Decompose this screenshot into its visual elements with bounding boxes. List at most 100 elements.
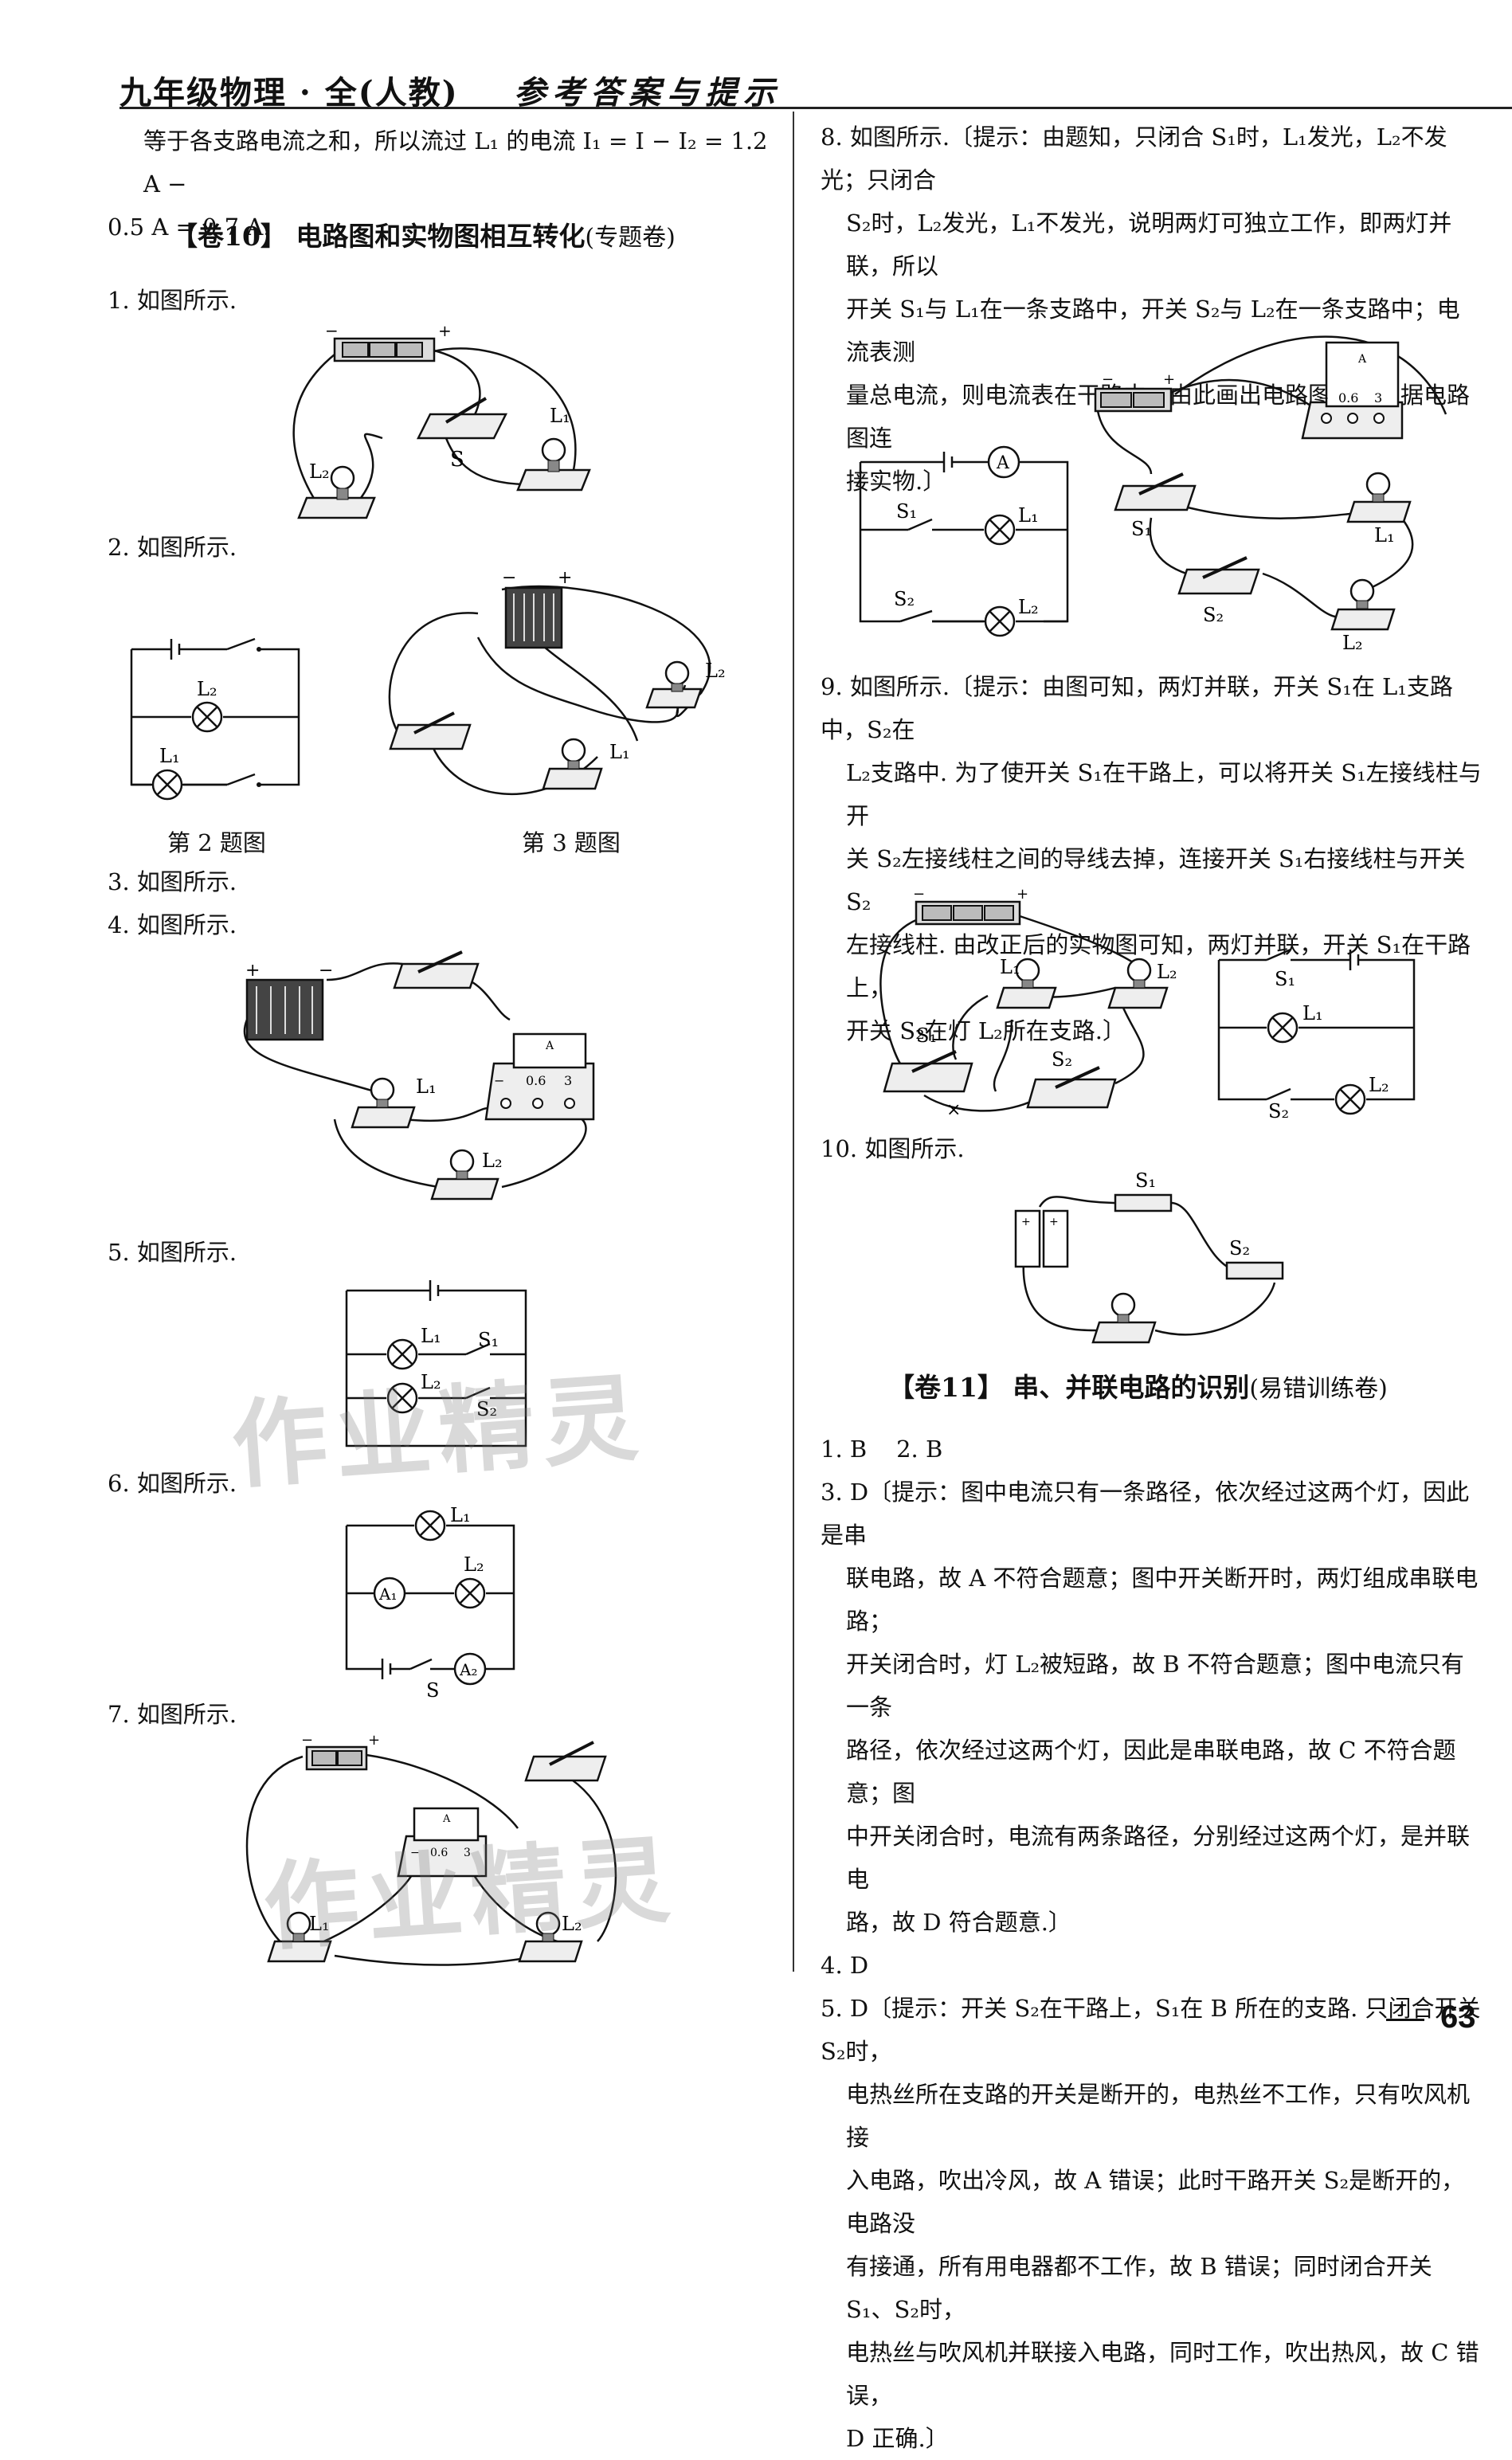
question-7: 7. 如图所示.: [108, 1701, 237, 1728]
ammeter-3: 3: [1374, 390, 1382, 405]
question-10: 10. 如图所示.: [821, 1135, 965, 1162]
figure-3-circuit: − + L₂ L₁: [388, 568, 726, 796]
watermark-1: 作业精灵: [228, 1363, 650, 1502]
lamp-L2: [1349, 578, 1375, 604]
q8-line-3: 开关 S₁与 L₁在一条支路中，开关 S₂与 L₂在一条支路中；电流表测: [846, 296, 1460, 366]
lamp-L2-symbol: [454, 1577, 486, 1609]
ammeter-3: 3: [464, 1847, 471, 1859]
ammeter-A-label: A: [442, 1813, 451, 1825]
battery-minus: −: [325, 321, 339, 340]
battery-minus: −: [319, 961, 333, 981]
switch-S1: [1114, 1193, 1173, 1212]
lamp-L1-symbol: [414, 1510, 446, 1541]
a3-line-3: 开关闭合时，灯 L₂被短路，故 B 不符合题意；图中电流只有一条: [846, 1651, 1464, 1721]
switch: [524, 1755, 607, 1782]
a3-line-1: 3. D〔提示：图中电流只有一条路径，依次经过这两个灯，因此是串: [821, 1479, 1470, 1549]
label-S1: S₁: [1131, 518, 1152, 540]
battery-plus: +: [1163, 371, 1175, 388]
ammeter-minus: −: [1318, 390, 1329, 405]
label-A: A: [996, 453, 1010, 473]
label-L1: L₁: [421, 1325, 441, 1347]
a5-line-2: 电热丝所在支路的开关是断开的，电热丝不工作，只有吹风机接: [846, 2081, 1471, 2151]
label-L1: L₁: [1000, 956, 1020, 978]
question-3: 3. 如图所示.: [108, 868, 237, 895]
battery-minus: −: [913, 886, 925, 903]
figure-1-circuit: − + S L₁ L₂: [292, 321, 591, 519]
figure-8-schematic: A S₁ L₁ S₂ L₂: [859, 445, 1069, 637]
ammeter-A2-symbol: [453, 1652, 487, 1686]
lamp-L1-symbol: [151, 769, 183, 801]
label-S2: S₂: [894, 588, 915, 610]
ammeter-A-label: A: [1357, 353, 1367, 366]
label-S: S: [426, 1679, 439, 1702]
label-S1: S₁: [478, 1329, 499, 1351]
label-L2: L₂: [464, 1553, 484, 1576]
switch-S2: [1026, 1078, 1117, 1109]
label-S1: S₁: [1135, 1169, 1156, 1192]
q9-line-3: 关 S₂左接线柱之间的导线去掉，连接开关 S₁右接线柱与开关 S₂: [846, 845, 1473, 915]
label-L2: L₂: [1369, 1074, 1389, 1096]
ammeter-0.6: 0.6: [526, 1073, 546, 1088]
ammeter-symbol: [987, 445, 1020, 479]
left-intro: 等于各支路电流之和，所以流过 L₁ 的电流 I₁ = I − I₂ = 1.2 …: [108, 119, 781, 249]
q9-line-4: 左接线柱. 由改正后的实物图可知，两灯并联，开关 S₁在干路上，: [846, 931, 1471, 1001]
question-6: 6. 如图所示.: [108, 1470, 237, 1497]
watermark-2: 作业精灵: [260, 1825, 682, 1964]
answers-11: 1. B 2. B 3. D〔提示：图中电流只有一条路径，依次经过这两个灯，因此…: [821, 1428, 1482, 2460]
header-title-right: 参考答案与提示: [514, 74, 781, 112]
section-10-heading: 【卷10】 电路图和实物图相互转化(专题卷): [171, 215, 676, 253]
section-11-title: 【卷11】 串、并联电路的识别: [888, 1372, 1250, 1403]
lamp-L2-symbol: [191, 701, 223, 733]
a3-line-4: 路径，依次经过这两个灯，因此是串联电路，故 C 不符合题意；图: [846, 1737, 1456, 1807]
battery-minus: −: [301, 1732, 313, 1749]
a5-line-1: 5. D〔提示：开关 S₂在干路上，S₁在 B 所在的支路. 只闭合开关 S₂时…: [821, 1995, 1488, 2065]
figure-7-circuit: − + A − 0.6 3 L₁ L₂: [245, 1732, 617, 1966]
answer-9: 9. 如图所示.〔提示：由图可知，两灯并联，开关 S₁在 L₁支路中，S₂在 L…: [821, 665, 1482, 1052]
battery-plus: +: [1016, 886, 1028, 903]
lamp-L1-symbol: [984, 514, 1016, 546]
ammeter-0.6: 0.6: [430, 1847, 448, 1859]
intro-line-2: 0.5 A = 0.7 A.: [108, 213, 271, 241]
section-10-tag: (专题卷): [585, 224, 676, 252]
answer-4: 4. D: [821, 1952, 869, 1979]
page-number-dash: [1386, 2019, 1424, 2021]
battery-pair: + +: [1014, 1209, 1069, 1268]
label-L1: L₁: [450, 1504, 471, 1526]
lamp-L2-symbol: [984, 605, 1016, 637]
lamp-L1-symbol: [1267, 1012, 1299, 1044]
question-5: 5. 如图所示.: [108, 1239, 237, 1266]
battery-minus: −: [502, 568, 516, 588]
lamp-L2-symbol: [386, 1382, 418, 1414]
ammeter-A-label: A: [545, 1040, 554, 1052]
header-rule: [119, 107, 1512, 109]
lamp-L2-symbol: [1334, 1083, 1366, 1115]
section-11-heading: 【卷11】 串、并联电路的识别(易错训练卷): [888, 1366, 1388, 1404]
figure-10-circuit: + + S₁ S₂: [1014, 1169, 1284, 1344]
question-1: 1. 如图所示.: [108, 287, 237, 314]
battery-plus: +: [245, 961, 260, 981]
a5-line-5: 电热丝与吹风机并联接入电路，同时工作，吹出热风，故 C 错误，: [846, 2339, 1479, 2409]
label-S2: S₂: [1268, 1100, 1289, 1122]
cross-mark: ×: [946, 1100, 961, 1120]
q9-line-2: L₂支路中. 为了使开关 S₁在干路上，可以将开关 S₁左接线柱与开: [846, 759, 1482, 829]
a3-line-6: 路，故 D 符合题意.〕: [846, 1909, 1071, 1936]
lamp-L1: [541, 437, 566, 463]
switch: [389, 723, 472, 750]
caption-fig-2: 第 2 题图: [167, 829, 266, 856]
figure-5-schematic: L₁ S₁ L₂ S₂: [345, 1280, 527, 1447]
lamp-L2: [449, 1149, 475, 1174]
cell2-plus: +: [1049, 1216, 1059, 1228]
question-4: 4. 如图所示.: [108, 911, 237, 938]
lamp-L1: [561, 738, 586, 763]
lamp-L1: [370, 1077, 395, 1103]
label-L1: L₁: [1302, 1002, 1323, 1024]
label-L1: L₁: [1374, 524, 1395, 546]
label-L2: L₂: [1342, 632, 1363, 654]
q8-line-5: 接实物.〕: [846, 468, 946, 495]
label-L2: L₂: [705, 660, 726, 682]
q8-line-1: 8. 如图所示.〔提示：由题知，只闭合 S₁时，L₁发光，L₂不发光；只闭合: [821, 123, 1447, 194]
label-L2: L₂: [197, 678, 217, 700]
label-L2: L₂: [309, 460, 330, 483]
header-title-left: 九年级物理 · 全(人教): [119, 74, 459, 112]
ammeter-A1-symbol: [373, 1577, 406, 1610]
